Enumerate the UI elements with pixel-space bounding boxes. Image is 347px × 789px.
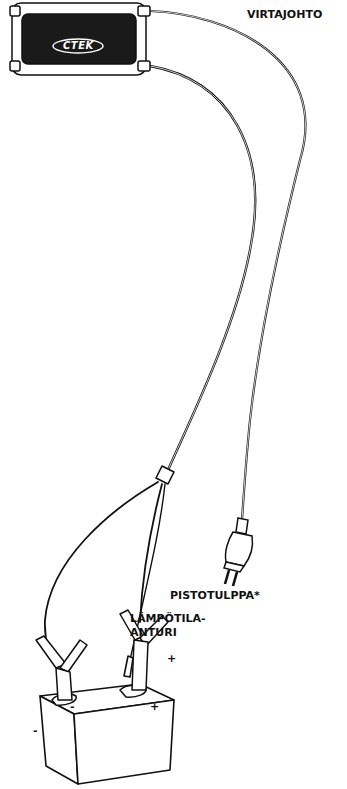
clamp-polarity: +: [167, 652, 176, 666]
terminal-polarity: -: [70, 700, 75, 714]
brand-logo: CTEK: [63, 39, 94, 53]
clamp-polarity: -: [33, 724, 38, 738]
terminal-polarity: +: [150, 700, 159, 714]
sensor-label: LÄMPÖTILA- ANTURI: [130, 612, 220, 640]
cord-label: VIRTAJOHTO: [247, 8, 322, 22]
plug-label: PISTOTULPPA*: [170, 589, 260, 603]
